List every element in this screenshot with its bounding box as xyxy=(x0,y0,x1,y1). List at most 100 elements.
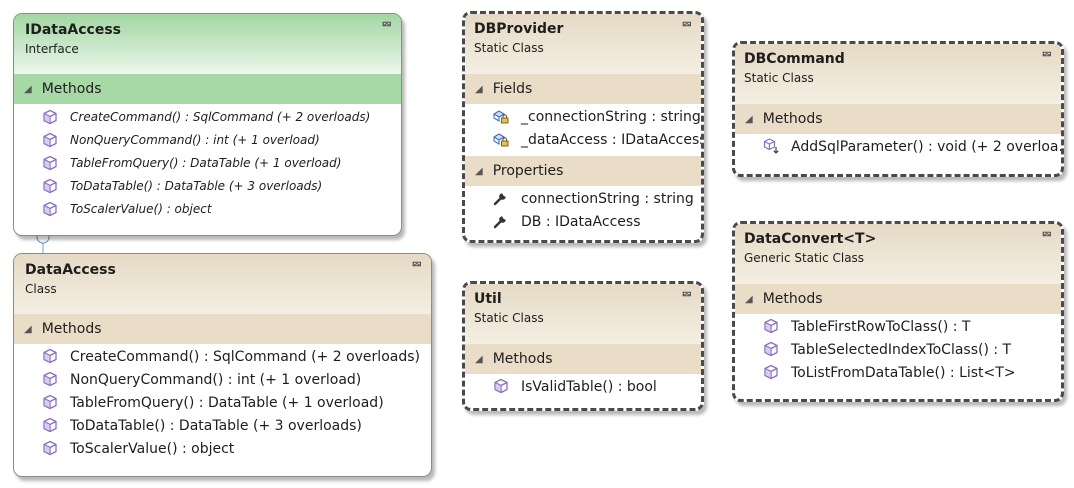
methods-section-header[interactable]: ◢ Methods xyxy=(14,314,431,344)
method-cube-icon xyxy=(42,109,58,125)
fields-section-header[interactable]: ◢ Fields xyxy=(465,74,701,104)
dataconvert-shape[interactable]: DataConvert<T> Generic Static Class ⮹ ◢ M… xyxy=(732,221,1064,402)
methods-section-header[interactable]: ◢ Methods xyxy=(735,104,1061,134)
method-label: AddSqlParameter() : void (+ 2 overloa... xyxy=(791,139,1064,155)
extension-method-icon xyxy=(763,138,779,154)
method-label: TableFromQuery() : DataTable (+ 1 overlo… xyxy=(70,395,384,411)
methods-list: CreateCommand() : SqlCommand (+ 2 overlo… xyxy=(14,104,401,225)
shape-title: Util xyxy=(474,291,502,307)
property-item[interactable]: DB : IDataAccess xyxy=(465,211,701,234)
method-item[interactable]: TableSelectedIndexToClass() : T xyxy=(735,339,1061,362)
method-item[interactable]: ToDataTable() : DataTable (+ 3 overloads… xyxy=(14,415,431,438)
triangle-expanded-icon[interactable]: ◢ xyxy=(475,354,483,365)
private-field-icon xyxy=(493,108,509,124)
dbprovider-header[interactable]: DBProvider Static Class ⮹ xyxy=(465,14,701,74)
properties-section-header[interactable]: ◢ Properties xyxy=(465,156,701,186)
section-label: Fields xyxy=(492,81,533,97)
property-item[interactable]: connectionString : string xyxy=(465,188,701,211)
method-item[interactable]: NonQueryCommand() : int (+ 1 overload) xyxy=(14,369,431,392)
triangle-expanded-icon[interactable]: ◢ xyxy=(745,114,753,125)
method-label: ToScalerValue() : object xyxy=(70,441,235,457)
method-item[interactable]: IsValidTable() : bool xyxy=(465,376,701,399)
method-cube-icon xyxy=(763,364,779,380)
method-label: TableFirstRowToClass() : T xyxy=(791,319,971,335)
triangle-expanded-icon[interactable]: ◢ xyxy=(475,84,483,95)
field-label: _dataAccess : IDataAccess xyxy=(521,132,704,148)
collapse-icon[interactable]: ⮹ xyxy=(1041,228,1052,243)
field-item[interactable]: _dataAccess : IDataAccess xyxy=(465,129,701,152)
method-item[interactable]: CreateCommand() : SqlCommand (+ 2 overlo… xyxy=(14,106,401,129)
shape-title: DataAccess xyxy=(25,262,116,278)
triangle-expanded-icon[interactable]: ◢ xyxy=(745,294,753,305)
util-header[interactable]: Util Static Class ⮹ xyxy=(465,284,701,344)
method-label: NonQueryCommand() : int (+ 1 overload) xyxy=(70,372,362,388)
dataaccess-shape[interactable]: DataAccess Class ⮹ ◢ Methods CreateComman… xyxy=(13,253,432,477)
method-item[interactable]: CreateCommand() : SqlCommand (+ 2 overlo… xyxy=(14,346,431,369)
method-item[interactable]: ToListFromDataTable() : List<T> xyxy=(735,362,1061,385)
method-cube-icon xyxy=(42,371,58,387)
idataaccess-shape[interactable]: IDataAccess Interface ⮹ ◢ Methods CreateC… xyxy=(13,13,402,236)
collapse-icon[interactable]: ⮹ xyxy=(381,18,392,33)
section-label: Methods xyxy=(762,111,823,127)
shape-kind: Class xyxy=(25,282,57,296)
method-item[interactable]: TableFirstRowToClass() : T xyxy=(735,316,1061,339)
shape-kind: Static Class xyxy=(474,41,544,55)
section-label: Methods xyxy=(492,351,553,367)
method-label: TableSelectedIndexToClass() : T xyxy=(791,342,1012,358)
section-label: Methods xyxy=(41,321,102,337)
property-label: connectionString : string xyxy=(521,191,694,207)
triangle-expanded-icon[interactable]: ◢ xyxy=(24,324,32,335)
method-cube-icon xyxy=(42,132,58,148)
method-item[interactable]: ToDataTable() : DataTable (+ 3 overloads… xyxy=(14,175,401,198)
method-cube-icon xyxy=(42,348,58,364)
section-label: Methods xyxy=(41,81,102,97)
section-label: Methods xyxy=(762,291,823,307)
dataconvert-header[interactable]: DataConvert<T> Generic Static Class ⮹ xyxy=(735,224,1061,284)
method-item[interactable]: ToScalerValue() : object xyxy=(14,438,431,461)
methods-list: TableFirstRowToClass() : T TableSelected… xyxy=(735,314,1061,389)
shape-title: DBCommand xyxy=(744,51,845,67)
method-item[interactable]: AddSqlParameter() : void (+ 2 overloa... xyxy=(735,136,1061,159)
collapse-icon[interactable]: ⮹ xyxy=(681,18,692,33)
method-label: ToDataTable() : DataTable (+ 3 overloads… xyxy=(70,418,362,434)
method-cube-icon xyxy=(42,394,58,410)
methods-list: AddSqlParameter() : void (+ 2 overloa... xyxy=(735,134,1061,163)
triangle-expanded-icon[interactable]: ◢ xyxy=(24,84,32,95)
fields-list: _connectionString : string _dataAccess :… xyxy=(465,104,701,156)
collapse-icon[interactable]: ⮹ xyxy=(411,258,422,273)
dbprovider-shape[interactable]: DBProvider Static Class ⮹ ◢ Fields _conne… xyxy=(462,11,704,243)
method-cube-icon xyxy=(42,178,58,194)
triangle-expanded-icon[interactable]: ◢ xyxy=(475,166,483,177)
method-cube-icon xyxy=(42,155,58,171)
field-label: _connectionString : string xyxy=(521,109,701,125)
private-field-icon xyxy=(493,131,509,147)
method-item[interactable]: TableFromQuery() : DataTable (+ 1 overlo… xyxy=(14,152,401,175)
method-item[interactable]: NonQueryCommand() : int (+ 1 overload) xyxy=(14,129,401,152)
method-label: NonQueryCommand() : int (+ 1 overload) xyxy=(70,133,320,147)
methods-section-header[interactable]: ◢ Methods xyxy=(14,74,401,104)
shape-title: DataConvert<T> xyxy=(744,231,877,247)
methods-section-header[interactable]: ◢ Methods xyxy=(465,344,701,374)
method-label: TableFromQuery() : DataTable (+ 1 overlo… xyxy=(70,156,342,170)
wrench-icon xyxy=(493,213,509,229)
collapse-icon[interactable]: ⮹ xyxy=(681,288,692,303)
properties-list: connectionString : string DB : IDataAcce… xyxy=(465,186,701,238)
idataaccess-header[interactable]: IDataAccess Interface ⮹ xyxy=(14,14,401,74)
methods-section-header[interactable]: ◢ Methods xyxy=(735,284,1061,314)
method-item[interactable]: ToScalerValue() : object xyxy=(14,198,401,221)
shape-kind: Interface xyxy=(25,42,79,56)
shape-title: IDataAccess xyxy=(25,22,122,38)
property-label: DB : IDataAccess xyxy=(521,214,641,230)
method-item[interactable]: TableFromQuery() : DataTable (+ 1 overlo… xyxy=(14,392,431,415)
field-item[interactable]: _connectionString : string xyxy=(465,106,701,129)
dbcommand-header[interactable]: DBCommand Static Class ⮹ xyxy=(735,44,1061,104)
collapse-icon[interactable]: ⮹ xyxy=(1041,48,1052,63)
dataaccess-header[interactable]: DataAccess Class ⮹ xyxy=(14,254,431,314)
section-label: Properties xyxy=(492,163,564,179)
method-label: ToDataTable() : DataTable (+ 3 overloads… xyxy=(70,179,323,193)
method-label: CreateCommand() : SqlCommand (+ 2 overlo… xyxy=(70,110,371,124)
dbcommand-shape[interactable]: DBCommand Static Class ⮹ ◢ Methods AddSql… xyxy=(732,41,1064,177)
method-cube-icon xyxy=(42,417,58,433)
shape-kind: Static Class xyxy=(744,71,814,85)
util-shape[interactable]: Util Static Class ⮹ ◢ Methods IsValidTabl… xyxy=(462,281,704,411)
